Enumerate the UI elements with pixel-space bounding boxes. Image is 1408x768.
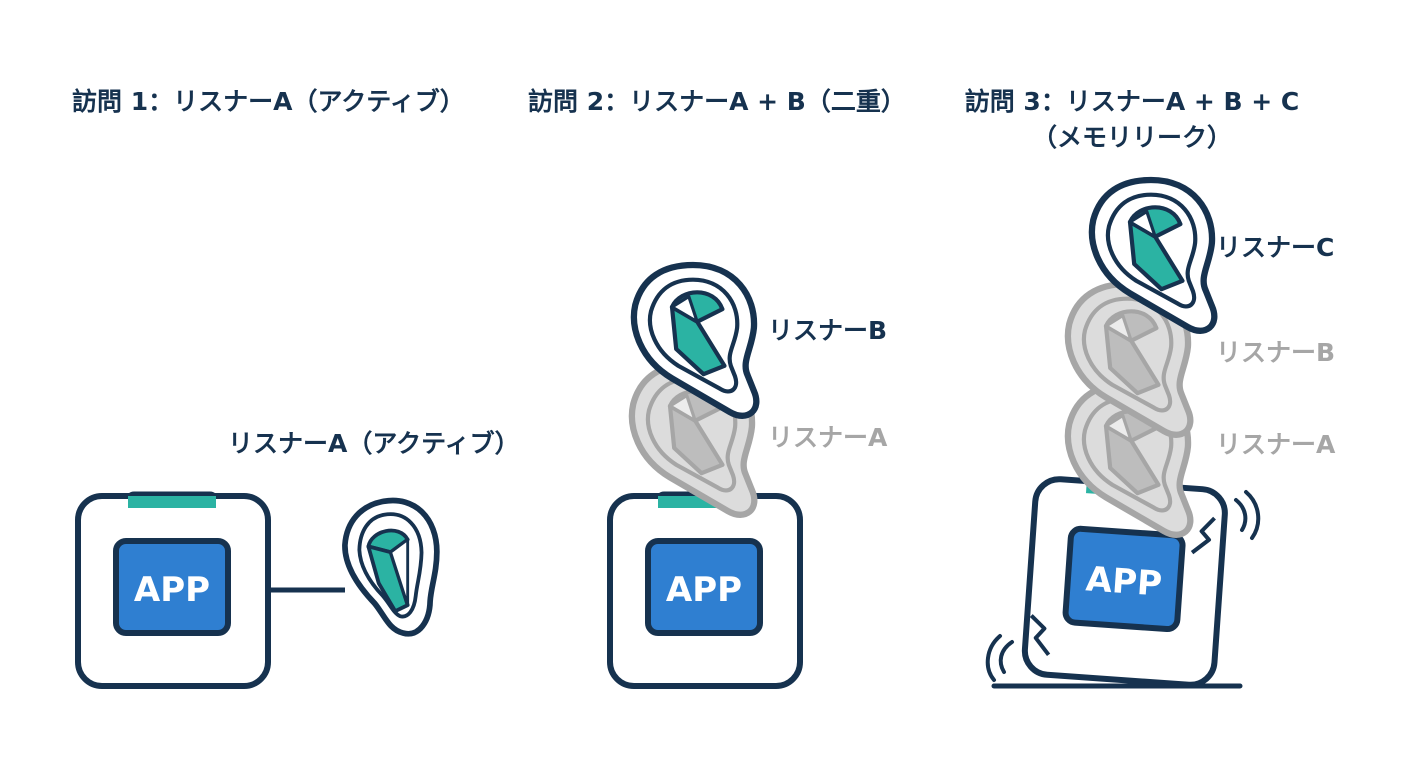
crack-icon [1190, 516, 1216, 555]
panel-3-listener-c-label: リスナーC [1216, 233, 1335, 262]
panel-3-title: 訪問 3：リスナーA + B + C （メモリリーク） [962, 82, 1302, 154]
panel-2-listener-a-label: リスナーA [768, 423, 888, 452]
panel-1-title: 訪問 1：リスナーA（アクティブ） [72, 87, 465, 116]
panel-1-app-text: APP [134, 570, 210, 610]
crack-icon [1029, 614, 1051, 657]
panel-2-listener-b-label: リスナーB [768, 316, 888, 345]
panel-1-app-device: APP [75, 491, 271, 689]
panel-3-title-line1: 訪問 3：リスナーA + B + C [964, 87, 1300, 116]
shake-lines-icon [985, 490, 1261, 682]
panel-2-title: 訪問 2：リスナーA + B（二重） [528, 87, 906, 116]
panel-2-app-text: APP [666, 570, 742, 610]
panel-3-app-text: APP [1084, 559, 1163, 604]
panel-3-listener-a-label: リスナーA [1216, 430, 1336, 459]
panel-1-listener-a-label: リスナーA（アクティブ） [228, 429, 520, 458]
panel-1-ear-icon [342, 497, 440, 637]
panel-3-listener-b-label: リスナーB [1216, 338, 1336, 367]
panel-2-app-device: APP [607, 491, 803, 689]
panel-3-title-line2: （メモリリーク） [1031, 123, 1232, 152]
